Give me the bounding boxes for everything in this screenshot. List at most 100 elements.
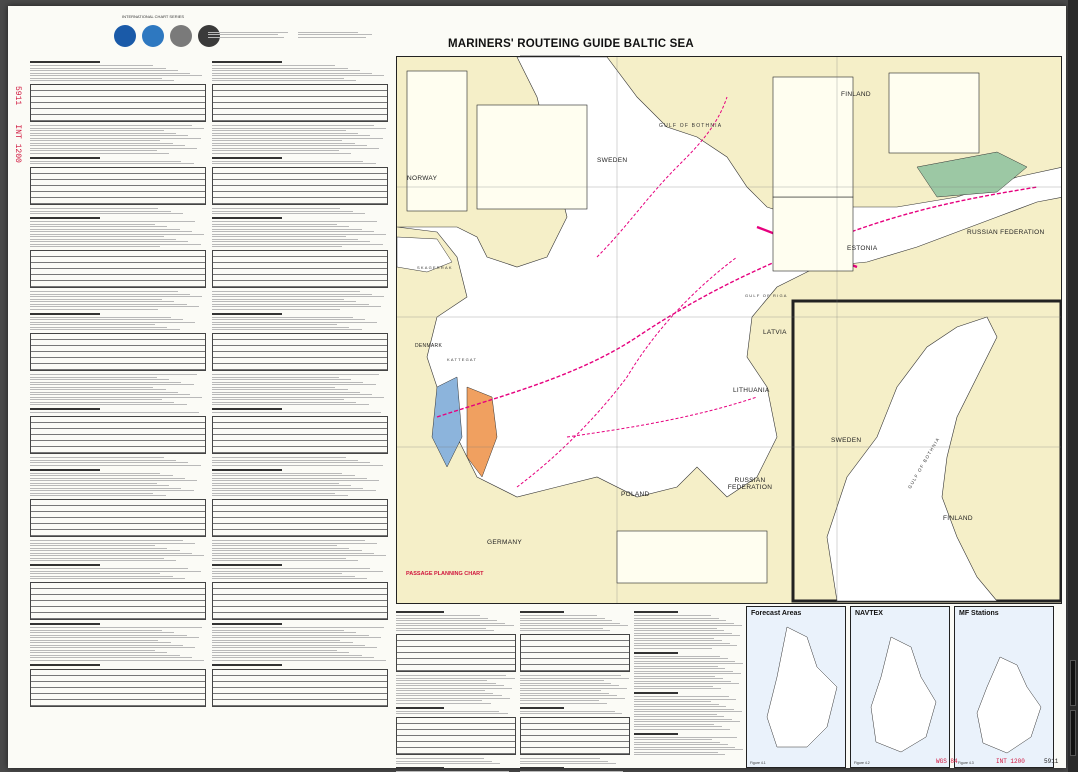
text-line xyxy=(396,758,484,759)
text-line xyxy=(30,142,173,144)
text-line xyxy=(634,726,722,727)
table-row xyxy=(521,736,629,742)
table-row xyxy=(213,186,387,192)
text-table xyxy=(212,416,388,454)
text-line xyxy=(30,575,173,577)
text-line xyxy=(396,627,486,629)
section-heading xyxy=(520,706,564,709)
text-line xyxy=(30,475,173,476)
text-line xyxy=(634,713,717,715)
text-line xyxy=(212,404,369,405)
text-line xyxy=(30,145,185,146)
text-line xyxy=(212,125,374,126)
text-line xyxy=(30,459,177,461)
text-line xyxy=(634,728,730,730)
text-line xyxy=(212,480,380,481)
table-row xyxy=(31,364,205,370)
text-line xyxy=(30,649,155,651)
text-line xyxy=(30,210,171,212)
text-line xyxy=(212,324,337,325)
text-line xyxy=(520,760,608,762)
text-line xyxy=(30,80,175,81)
table-row xyxy=(31,275,205,281)
table-row xyxy=(521,641,629,647)
text-line xyxy=(212,459,359,461)
text-line xyxy=(634,627,717,629)
text-line xyxy=(212,550,362,551)
text-line xyxy=(212,241,371,242)
text-line xyxy=(212,545,337,546)
navtex-panel[interactable]: NAVTEX Figure 4.2 xyxy=(850,606,950,768)
table-row xyxy=(31,423,205,429)
text-line xyxy=(520,625,628,626)
text-line xyxy=(212,236,346,237)
text-line xyxy=(30,298,162,300)
mf-stations-panel[interactable]: MF Stations Figure 4.3 xyxy=(954,606,1054,768)
table-row xyxy=(31,676,205,682)
table-row xyxy=(397,736,515,742)
text-line xyxy=(30,462,189,463)
text-line xyxy=(212,560,359,561)
mf-stations-figure: Figure 4.3 xyxy=(958,761,974,765)
text-line xyxy=(634,637,715,639)
table-row xyxy=(31,670,205,676)
table-row xyxy=(213,583,387,589)
text-line xyxy=(396,760,492,762)
table-row xyxy=(213,364,387,370)
text-line xyxy=(212,401,357,403)
table-row xyxy=(397,718,515,724)
iho-logo-icon xyxy=(114,25,136,47)
text-line xyxy=(634,668,726,669)
text-line xyxy=(30,573,161,574)
table-row xyxy=(213,613,387,619)
text-line xyxy=(634,696,729,697)
text-line xyxy=(212,208,341,209)
text-line xyxy=(30,238,177,240)
table-row xyxy=(521,647,629,653)
text-line xyxy=(30,140,161,141)
table-row xyxy=(31,589,205,595)
text-table xyxy=(212,582,388,620)
forecast-areas-panel[interactable]: Forecast Areas Figure 4.1 xyxy=(746,606,846,768)
text-line xyxy=(212,137,383,139)
text-line xyxy=(212,127,387,129)
info-box-3 xyxy=(772,76,854,198)
text-line xyxy=(30,308,159,310)
text-line xyxy=(30,540,184,541)
table-row xyxy=(213,198,387,204)
text-line xyxy=(520,692,610,694)
text-line xyxy=(30,550,180,551)
text-line xyxy=(212,396,385,398)
text-table xyxy=(520,717,630,755)
text-line xyxy=(634,754,726,755)
forecast-areas-figure: Figure 4.1 xyxy=(750,761,766,765)
text-line xyxy=(634,658,728,659)
table-row xyxy=(213,115,387,121)
table-row xyxy=(521,653,629,659)
text-line xyxy=(396,680,488,681)
text-line xyxy=(30,301,175,302)
main-map[interactable]: FINLAND SWEDEN NORWAY ESTONIA RUSSIAN FE… xyxy=(396,56,1062,604)
text-line xyxy=(30,637,199,638)
text-line xyxy=(212,228,362,230)
text-line xyxy=(634,703,719,705)
text-line xyxy=(396,700,483,701)
table-row xyxy=(31,595,205,601)
footer-datum: WGS 84 xyxy=(936,758,958,765)
text-line xyxy=(212,637,381,638)
text-line xyxy=(212,384,376,385)
text-line xyxy=(634,647,713,649)
text-line xyxy=(520,617,605,619)
table-row xyxy=(31,607,205,613)
text-line xyxy=(30,67,166,69)
left-edge-code: 5911 INT 1200 xyxy=(13,86,22,163)
text-line xyxy=(634,708,735,710)
table-row xyxy=(397,641,515,647)
text-line xyxy=(30,125,192,126)
text-line xyxy=(520,677,629,679)
section-heading xyxy=(30,217,101,219)
table-row xyxy=(213,97,387,103)
text-line xyxy=(212,319,366,320)
text-line xyxy=(30,163,194,164)
text-line xyxy=(212,298,344,300)
